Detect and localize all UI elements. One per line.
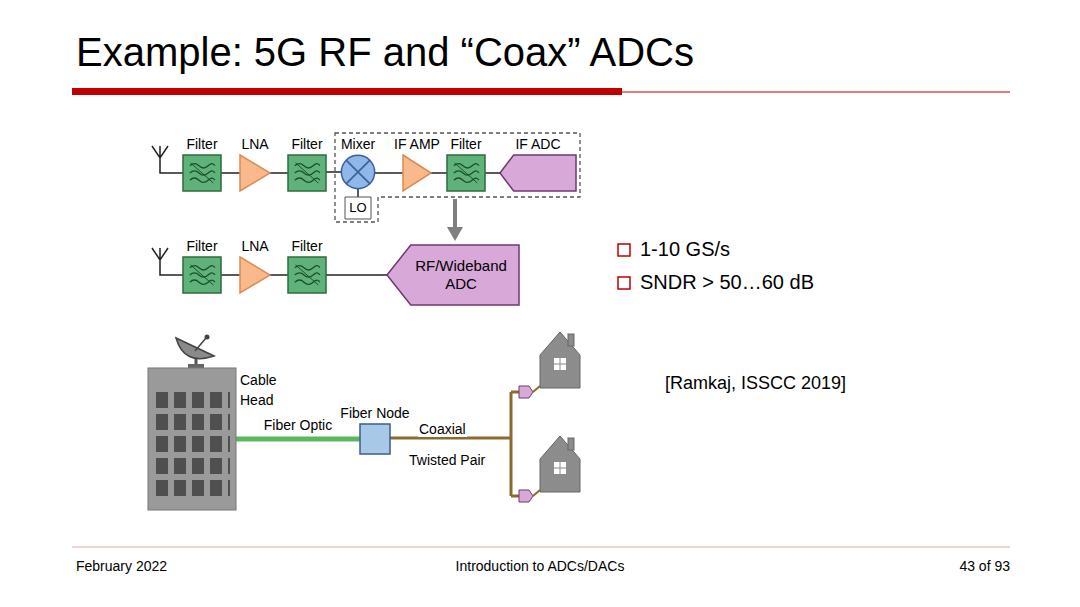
citation: [Ramkaj, ISSCC 2019] — [665, 373, 846, 394]
box-label: Filter — [186, 238, 217, 254]
amplifier-symbol — [403, 155, 431, 191]
footer-rule — [72, 547, 1010, 548]
box-label: IF ADC — [515, 136, 560, 152]
satellite-dish — [176, 335, 214, 369]
fiber-node-box — [360, 424, 390, 454]
box-label: LNA — [241, 136, 268, 152]
box-text-area: RF/Wideband ADC — [387, 245, 519, 305]
line-label: Twisted Pair — [408, 452, 486, 468]
signal-wire — [326, 171, 341, 173]
filter-block: Filter — [447, 155, 485, 191]
antenna-symbol — [152, 146, 183, 275]
slide-title: Example: 5G RF and “Coax” ADCs — [76, 30, 694, 75]
building-icon — [148, 368, 236, 510]
box-label: RF/Wideband ADC — [409, 257, 513, 293]
filter-symbol — [183, 155, 221, 191]
filter-block: Filter — [288, 257, 326, 293]
fiber-node: Fiber Node — [360, 424, 390, 454]
signal-wire — [221, 274, 240, 276]
box-label: Filter — [450, 136, 481, 152]
box-label: LNA — [241, 238, 268, 254]
bullet-square — [618, 244, 630, 256]
amplifier-block: LNA — [240, 155, 270, 191]
box-label: Filter — [186, 136, 217, 152]
wall-plug — [519, 386, 533, 502]
signal-wire — [431, 172, 447, 174]
filter-symbol — [447, 155, 485, 191]
filter-block: Filter — [183, 257, 221, 293]
box-label: Mixer — [341, 136, 375, 152]
signal-wire — [357, 189, 359, 197]
replace-arrow — [447, 199, 463, 241]
edge-label: Fiber Optic — [263, 417, 333, 433]
footer-text: February 2022 — [76, 558, 167, 574]
box-label: LO — [349, 200, 366, 216]
amplifier-symbol — [240, 257, 270, 293]
bullet-square — [618, 277, 630, 289]
oscillator-block: LO — [345, 197, 371, 219]
box-text-area: LO — [345, 197, 371, 219]
house-icon — [533, 332, 580, 392]
signal-wire — [485, 172, 500, 174]
bullet-text: 1-10 GS/s — [640, 238, 730, 261]
filter-symbol — [288, 257, 326, 293]
signal-wire — [270, 274, 288, 276]
adc-symbol — [500, 155, 576, 191]
box-label: Fiber Node — [340, 405, 409, 421]
signal-wire — [221, 172, 240, 174]
box-label: Filter — [291, 136, 322, 152]
mixer-symbol — [341, 155, 375, 189]
amplifier-block: IF AMP — [403, 155, 431, 191]
footer-text: 43 of 93 — [959, 558, 1010, 574]
signal-wire — [270, 172, 288, 174]
box-label: Filter — [291, 238, 322, 254]
filter-block: Filter — [183, 155, 221, 191]
cable-head-building: Cable Head — [148, 368, 236, 510]
house-icon — [533, 436, 580, 496]
line-label: Coaxial — [418, 421, 467, 437]
title-rule — [622, 92, 1010, 93]
mixer-block: Mixer — [341, 155, 375, 189]
amplifier-block: LNA — [240, 257, 270, 293]
filter-symbol — [183, 257, 221, 293]
box-label: IF AMP — [394, 136, 440, 152]
filter-block: Filter — [288, 155, 326, 191]
signal-wire — [326, 274, 387, 276]
title-bar — [72, 88, 622, 95]
footer-text: Introduction to ADCs/DACs — [456, 558, 625, 574]
signal-wire — [375, 172, 403, 174]
filter-symbol — [288, 155, 326, 191]
amplifier-symbol — [240, 155, 270, 191]
box-label: Cable Head — [240, 370, 290, 410]
bullet-text: SNDR > 50…60 dB — [640, 271, 814, 294]
adc-block: RF/Wideband ADC — [387, 245, 519, 305]
fiber-link — [236, 437, 360, 442]
dashed-region — [335, 133, 580, 222]
adc-block: IF ADC — [500, 155, 576, 191]
